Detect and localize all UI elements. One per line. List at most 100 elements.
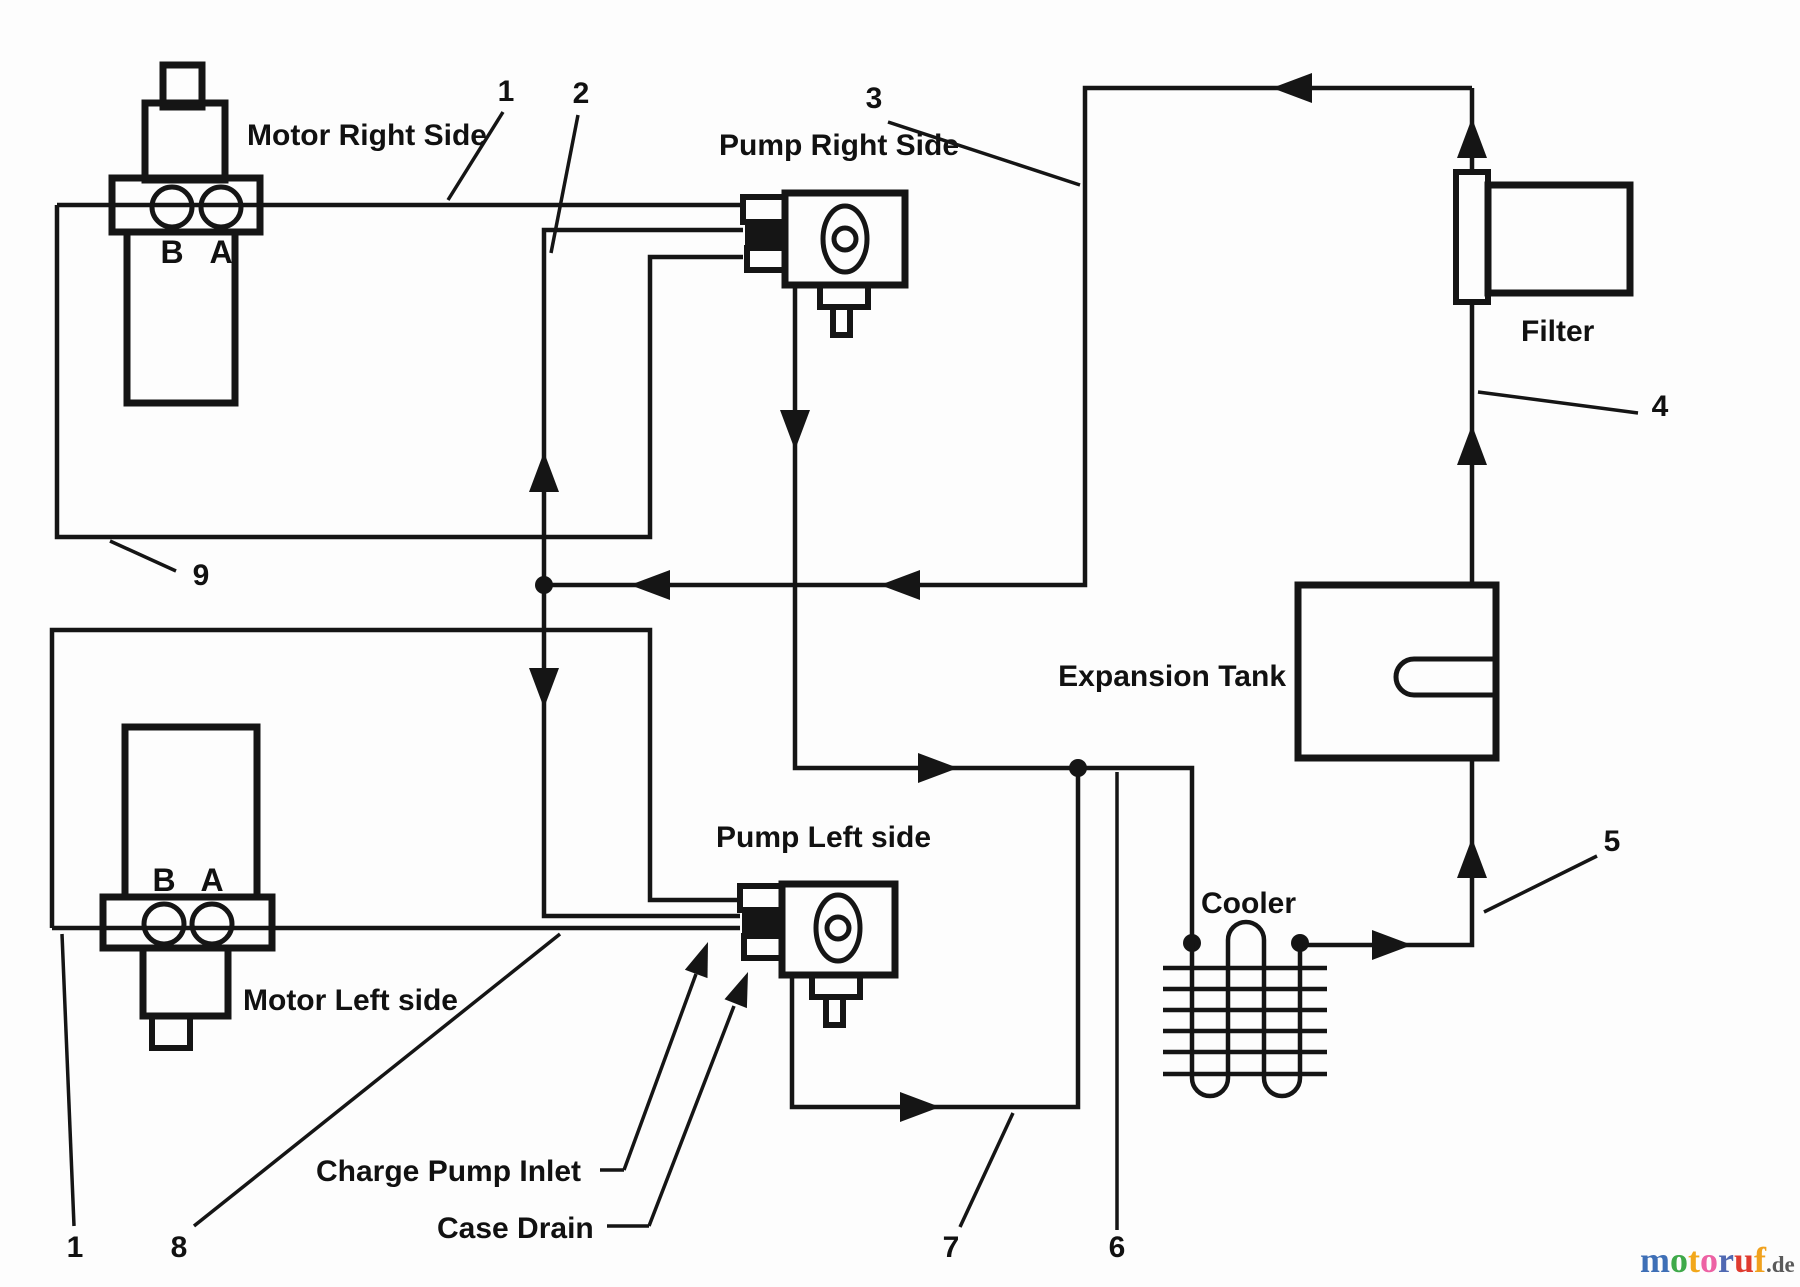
pump-right-shaft-circle — [831, 225, 859, 253]
flow-arrow-left-icon — [630, 570, 670, 600]
cooler-coil — [1189, 919, 1303, 1099]
pump-left-title: Pump Left side — [716, 821, 931, 854]
filter-canister — [1484, 181, 1634, 297]
motor-left-body — [121, 723, 261, 901]
leader-4 — [1477, 390, 1639, 415]
filter-element — [1453, 169, 1491, 305]
flow-arrow-right-icon — [1372, 930, 1412, 960]
pump-right-stem-tip — [830, 304, 853, 338]
flow-arrow-up-icon — [1457, 118, 1487, 158]
leader-9 — [109, 539, 177, 573]
flow-arrows — [529, 73, 1487, 1122]
motor-left-manifold — [99, 893, 276, 952]
pipe-junction-to-cooler — [1078, 765, 1195, 943]
junction-dots — [535, 576, 1309, 952]
pipe-motor-right-loop — [54, 205, 743, 540]
flow-arrow-left-icon — [1272, 73, 1312, 103]
watermark-logo: motoruf.de — [1640, 1240, 1795, 1280]
pump-left-port-lower — [741, 933, 785, 961]
charge-pump-inlet-leader — [622, 973, 698, 1171]
expansion-tank-body — [1294, 581, 1500, 762]
part-number-8: 8 — [171, 1231, 188, 1264]
pump-left-shaft-ellipse — [813, 892, 863, 964]
motor-left-port-a-circle — [189, 901, 235, 947]
flow-arrow-left-icon — [880, 570, 920, 600]
motor-right: B A Motor Right Side — [108, 61, 487, 407]
callouts: 1 2 3 4 5 6 7 8 9 1 — [60, 75, 1669, 1264]
cooler-fins — [1163, 965, 1327, 1077]
motor-left-port-b-label: B — [152, 862, 175, 898]
filter: Filter — [1453, 169, 1634, 348]
pump-left: Pump Left side — [716, 821, 931, 1028]
part-number-7: 7 — [943, 1231, 960, 1264]
flow-arrow-up-icon — [1457, 425, 1487, 465]
charge-pump-inlet-arrow-icon — [684, 942, 708, 979]
charge-pump-inlet-label: Charge Pump Inlet — [316, 1155, 581, 1188]
motor-left-port-a-label: A — [200, 862, 223, 898]
logo-letter: t — [1688, 1240, 1700, 1280]
pump-left-stem-tip — [823, 994, 846, 1028]
logo-letter: o — [1700, 1240, 1718, 1280]
motor-right-title: Motor Right Side — [247, 119, 487, 152]
part-number-4: 4 — [1652, 390, 1669, 423]
part-number-9: 9 — [193, 559, 210, 592]
flow-arrow-down-icon — [780, 410, 810, 450]
leader-2 — [549, 114, 580, 254]
logo-letter: o — [1670, 1240, 1688, 1280]
motor-right-body — [123, 228, 239, 407]
motor-right-upper-housing — [141, 99, 229, 184]
filter-title: Filter — [1521, 315, 1595, 348]
motor-left-lower-housing — [139, 944, 232, 1020]
cooler-title: Cooler — [1201, 887, 1296, 920]
flow-arrow-down-icon — [529, 668, 559, 708]
motor-right-port-b-label: B — [160, 234, 183, 270]
pump-right-port-lower — [744, 245, 788, 273]
leader-8 — [192, 932, 562, 1228]
expansion-tank: Expansion Tank — [1058, 581, 1500, 762]
case-drain-leader — [647, 1005, 736, 1227]
motor-right-top-knob — [159, 61, 206, 111]
part-number-3: 3 — [866, 82, 883, 115]
logo-letter: f — [1754, 1240, 1767, 1280]
junction-dot — [1069, 759, 1087, 777]
part-number-2: 2 — [573, 77, 590, 110]
text-callouts: Charge Pump Inlet Case Drain — [316, 942, 748, 1245]
logo-letter: m — [1640, 1240, 1670, 1280]
cooler: Cooler — [1163, 887, 1327, 1099]
pump-right-title: Pump Right Side — [719, 129, 959, 162]
pump-right-port-upper — [740, 194, 788, 225]
case-drain-arrow-icon — [724, 972, 748, 1009]
pump-left-port-upper — [737, 883, 785, 913]
logo-letter: u — [1734, 1240, 1754, 1280]
pump-left-port-mid — [742, 910, 782, 936]
part-number-1-bottom: 1 — [67, 1231, 84, 1264]
flow-arrow-right-icon — [918, 753, 958, 783]
pipe-cooler-to-tank — [1300, 758, 1475, 948]
motor-right-port-b-circle — [149, 184, 195, 230]
expansion-tank-tube — [1393, 656, 1496, 698]
pump-right: Pump Right Side — [719, 129, 959, 338]
logo-suffix: .de — [1766, 1252, 1795, 1277]
motor-right-port-a-circle — [198, 184, 244, 230]
leader-5 — [1483, 854, 1598, 914]
pump-right-port-mid — [745, 222, 785, 248]
pipe-motor-left-loop — [49, 627, 740, 928]
motor-left: B A Motor Left side — [99, 723, 458, 1051]
pump-left-shaft-circle — [824, 914, 852, 942]
leader-1-top — [446, 111, 505, 201]
leader-7 — [958, 1112, 1015, 1228]
flow-arrow-up-icon — [1457, 838, 1487, 878]
flow-arrow-right-icon — [900, 1092, 940, 1122]
pipe-pump-right-drain — [792, 285, 1078, 771]
pump-right-shaft-ellipse — [820, 203, 870, 275]
leader-3 — [887, 120, 1081, 187]
motor-left-port-b-circle — [141, 901, 187, 947]
expansion-tank-title: Expansion Tank — [1058, 660, 1286, 693]
part-number-6: 6 — [1109, 1231, 1126, 1264]
part-number-5: 5 — [1604, 825, 1621, 858]
motoruf-logo: motoruf.de — [1640, 1240, 1795, 1280]
pipe-charge-line — [541, 227, 743, 919]
motor-right-port-a-label: A — [209, 234, 232, 270]
